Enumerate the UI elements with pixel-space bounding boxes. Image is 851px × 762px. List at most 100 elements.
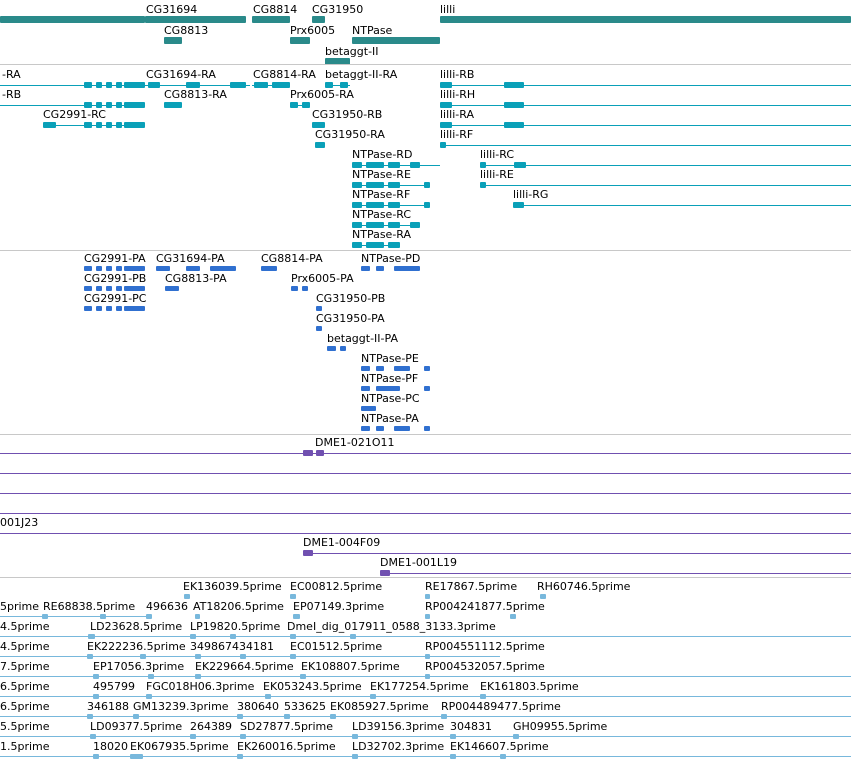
exon-glyph[interactable]: [504, 122, 524, 128]
cds-glyph[interactable]: [116, 286, 122, 291]
feature-label[interactable]: EK067935.5prime: [130, 740, 229, 753]
cds-glyph[interactable]: [424, 386, 430, 391]
feature-label[interactable]: EK146607.5prime: [450, 740, 549, 753]
cds-glyph[interactable]: [327, 346, 336, 351]
feature-label[interactable]: EC01512.5prime: [290, 640, 383, 653]
gene-glyph[interactable]: [145, 16, 246, 23]
est-glyph[interactable]: [510, 614, 516, 619]
est-glyph[interactable]: [93, 754, 99, 759]
feature-label[interactable]: NTPase-PD: [361, 252, 421, 265]
est-glyph[interactable]: [130, 754, 143, 759]
cds-glyph[interactable]: [424, 426, 430, 431]
exon-glyph[interactable]: [366, 222, 384, 228]
exon-glyph[interactable]: [352, 202, 362, 208]
exon-glyph[interactable]: [96, 82, 102, 88]
est-glyph[interactable]: [441, 714, 447, 719]
exon-glyph[interactable]: [124, 102, 145, 108]
feature-label[interactable]: CG31694-PA: [156, 252, 225, 265]
feature-label[interactable]: NTPase-PA: [361, 412, 419, 425]
feature-label[interactable]: lilli-RG: [513, 188, 549, 201]
est-glyph[interactable]: [425, 654, 430, 659]
feature-label[interactable]: NTPase-PF: [361, 372, 419, 385]
exon-glyph[interactable]: [84, 82, 92, 88]
est-glyph[interactable]: [195, 614, 200, 619]
exon-glyph[interactable]: [116, 82, 122, 88]
exon-glyph[interactable]: [388, 222, 400, 228]
cds-glyph[interactable]: [340, 346, 346, 351]
feature-label[interactable]: CG8813: [164, 24, 209, 37]
exon-glyph[interactable]: [480, 182, 486, 188]
est-glyph[interactable]: [140, 654, 146, 659]
feature-label[interactable]: 304831: [450, 720, 492, 733]
exon-glyph[interactable]: [513, 202, 524, 208]
est-glyph[interactable]: [300, 674, 306, 679]
feature-label[interactable]: DME1-021O11: [315, 436, 395, 449]
feature-label[interactable]: CG8814-PA: [261, 252, 323, 265]
feature-label[interactable]: CG8813-RA: [164, 88, 227, 101]
est-glyph[interactable]: [146, 694, 152, 699]
feature-label[interactable]: 349867434181: [190, 640, 274, 653]
feature-label[interactable]: EK053243.5prime: [263, 680, 362, 693]
exon-glyph[interactable]: [352, 242, 362, 248]
est-glyph[interactable]: [513, 734, 519, 739]
est-glyph[interactable]: [425, 614, 430, 619]
exon-glyph[interactable]: [254, 82, 268, 88]
feature-label[interactable]: FGC018H06.3prime: [146, 680, 255, 693]
exon-glyph[interactable]: [315, 142, 325, 148]
feature-label[interactable]: CG8813-PA: [165, 272, 227, 285]
feature-label[interactable]: EK085927.5prime: [330, 700, 429, 713]
est-glyph[interactable]: [87, 654, 93, 659]
est-glyph[interactable]: [352, 734, 358, 739]
est-glyph[interactable]: [540, 594, 546, 599]
est-glyph[interactable]: [87, 714, 93, 719]
feature-label[interactable]: CG31950-RB: [312, 108, 383, 121]
gene-glyph[interactable]: [325, 58, 350, 65]
feature-label[interactable]: 264389: [190, 720, 232, 733]
est-glyph[interactable]: [230, 634, 236, 639]
feature-label[interactable]: 4.5prime: [0, 620, 50, 633]
feature-label[interactable]: CG8814: [253, 3, 298, 16]
cds-glyph[interactable]: [106, 286, 112, 291]
feature-label[interactable]: LD23628.5prime: [90, 620, 183, 633]
exon-glyph[interactable]: [302, 102, 310, 108]
est-glyph[interactable]: [352, 754, 358, 759]
feature-label[interactable]: EK136039.5prime: [183, 580, 282, 593]
feature-label[interactable]: 6.5prime: [0, 700, 50, 713]
feature-label[interactable]: RP004532057.5prime: [425, 660, 545, 673]
exon-glyph[interactable]: [480, 162, 486, 168]
est-glyph[interactable]: [350, 634, 356, 639]
feature-label[interactable]: CG2991-RC: [43, 108, 106, 121]
exon-glyph[interactable]: [440, 82, 452, 88]
exon-glyph[interactable]: [116, 122, 122, 128]
est-glyph[interactable]: [290, 634, 296, 639]
exon-glyph[interactable]: [366, 202, 384, 208]
feature-label[interactable]: NTPase-RC: [352, 208, 412, 221]
cds-glyph[interactable]: [106, 266, 112, 271]
est-glyph[interactable]: [240, 734, 246, 739]
exon-glyph[interactable]: [106, 122, 112, 128]
exon-glyph[interactable]: [312, 122, 325, 128]
feature-label[interactable]: EK229664.5prime: [195, 660, 294, 673]
exon-glyph[interactable]: [366, 182, 384, 188]
cds-glyph[interactable]: [261, 266, 277, 271]
exon-glyph[interactable]: [504, 82, 524, 88]
est-glyph[interactable]: [237, 754, 243, 759]
feature-label[interactable]: GM13239.3prime: [133, 700, 229, 713]
cds-glyph[interactable]: [376, 266, 384, 271]
cds-glyph[interactable]: [394, 266, 420, 271]
clone-end-glyph[interactable]: [303, 450, 313, 456]
feature-label[interactable]: 380640: [237, 700, 279, 713]
exon-glyph[interactable]: [514, 162, 526, 168]
feature-label[interactable]: lilli-RH: [440, 88, 476, 101]
est-glyph[interactable]: [500, 754, 506, 759]
exon-glyph[interactable]: [388, 162, 400, 168]
feature-label[interactable]: -RB: [2, 88, 22, 101]
cds-glyph[interactable]: [106, 306, 112, 311]
exon-glyph[interactable]: [272, 82, 290, 88]
feature-label[interactable]: CG31950: [312, 3, 364, 16]
cds-glyph[interactable]: [361, 386, 370, 391]
cds-glyph[interactable]: [376, 426, 384, 431]
feature-label[interactable]: 5.5prime: [0, 720, 50, 733]
gene-glyph[interactable]: [252, 16, 290, 23]
feature-label[interactable]: RE68838.5prime: [43, 600, 136, 613]
